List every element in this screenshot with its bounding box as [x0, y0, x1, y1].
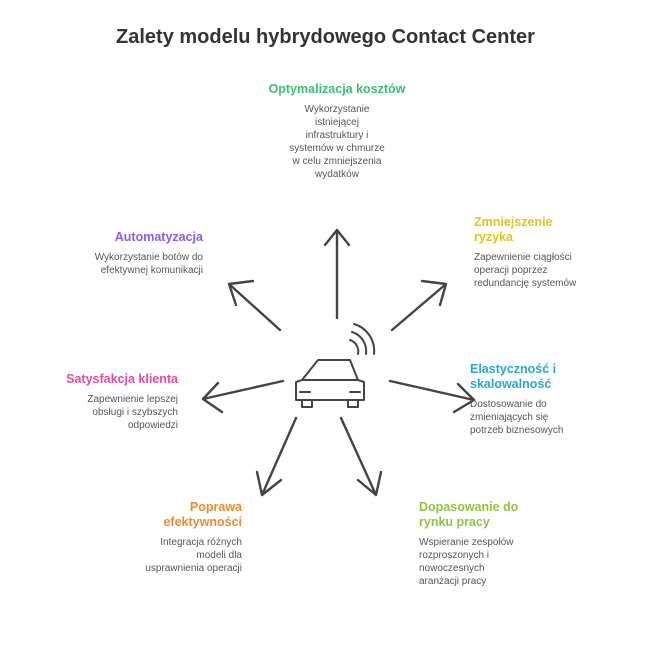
benefit-customer-satisfaction: Satysfakcja klienta Zapewnienie lepszej …	[48, 372, 178, 432]
benefit-desc: Dostosowanie do zmieniających się potrze…	[470, 399, 564, 436]
benefit-desc: Zapewnienie ciągłości operacji poprzez r…	[474, 252, 577, 289]
arrow-upper-right	[390, 279, 448, 332]
arrow-right	[388, 379, 476, 414]
benefit-efficiency: Poprawa efektywności Integracja różnych …	[142, 500, 242, 575]
arrow-left	[201, 379, 285, 414]
benefit-title: Dopasowanie do rynku pracy	[419, 500, 519, 529]
benefit-cost-optimization: Optymalizacja kosztów Wykorzystanie istn…	[267, 82, 407, 181]
benefit-flexibility: Elastyczność i skalowalność Dostosowanie…	[470, 362, 605, 437]
benefit-desc: Zapewnienie lepszej obsługi i szybszych …	[87, 394, 178, 431]
benefit-risk-reduction: Zmniejszenie ryzyka Zapewnienie ciągłośc…	[474, 215, 604, 290]
benefit-desc: Integracja różnych modeli dla usprawnien…	[145, 537, 242, 574]
arrow-down-left	[255, 416, 298, 497]
benefit-title: Elastyczność i skalowalność	[470, 362, 557, 391]
benefit-title: Automatyzacja	[114, 230, 203, 244]
connected-car-icon	[295, 323, 376, 408]
arrow-up	[323, 228, 351, 320]
benefit-title: Zmniejszenie ryzyka	[474, 215, 553, 244]
arrow-upper-left	[227, 279, 282, 332]
benefit-desc: Wykorzystanie botów do efektywnej komuni…	[94, 252, 203, 276]
benefit-title: Poprawa efektywności	[163, 500, 242, 529]
benefit-labor-market: Dopasowanie do rynku pracy Wspieranie ze…	[419, 500, 539, 588]
benefit-title: Optymalizacja kosztów	[268, 82, 406, 96]
benefit-automation: Automatyzacja Wykorzystanie botów do efe…	[83, 230, 203, 277]
benefit-desc: Wspieranie zespołów rozproszonych i nowo…	[419, 537, 514, 587]
benefit-desc: Wykorzystanie istniejącej infrastruktury…	[289, 104, 385, 180]
diagram-title: Zalety modelu hybrydowego Contact Center	[116, 26, 535, 48]
benefit-title: Satysfakcja klienta	[66, 372, 178, 386]
arrow-down-right	[339, 416, 383, 497]
